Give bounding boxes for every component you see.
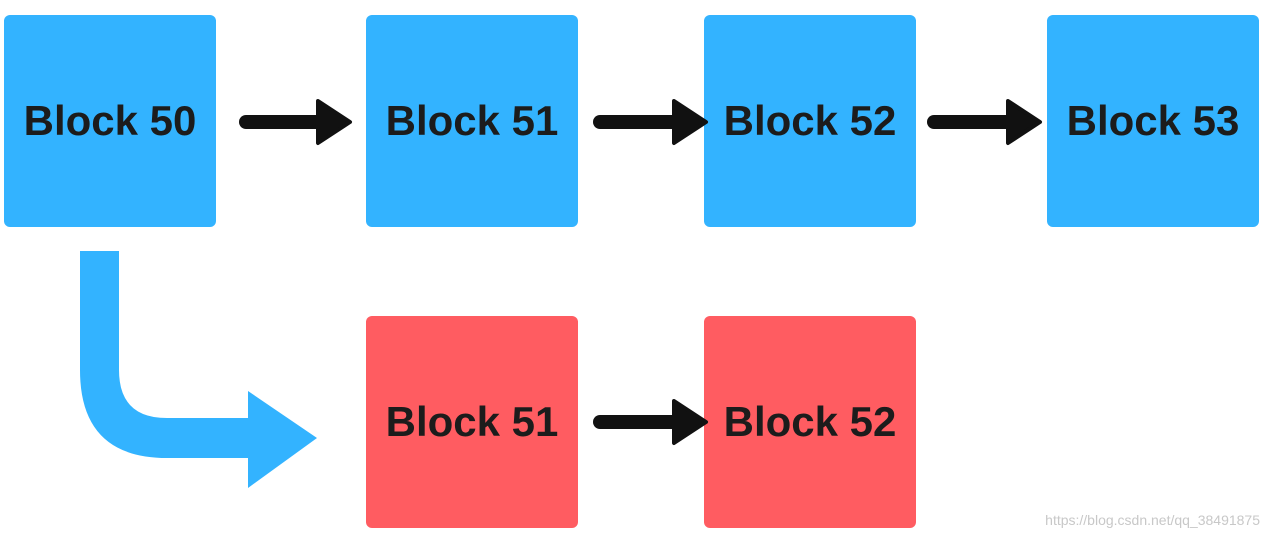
fork-block-51: Block 51 [366,316,578,528]
fork-branch-arrow [80,251,317,488]
block-label: Block 51 [385,97,559,144]
main-block-52: Block 52 [704,15,916,227]
block-label: Block 52 [723,398,897,445]
arrow-50-to-51 [239,99,352,145]
fork-block-52: Block 52 [704,316,916,528]
block-label: Block 52 [723,97,897,144]
arrow-fork-51-to-52 [593,399,708,445]
block-label: Block 53 [1066,97,1240,144]
arrow-51-to-52 [593,99,708,145]
watermark: https://blog.csdn.net/qq_38491875 [1045,512,1260,528]
main-block-50: Block 50 [4,15,216,227]
block-label: Block 50 [23,97,197,144]
main-block-53: Block 53 [1047,15,1259,227]
block-label: Block 51 [385,398,559,445]
main-block-51: Block 51 [366,15,578,227]
arrow-52-to-53 [927,99,1042,145]
